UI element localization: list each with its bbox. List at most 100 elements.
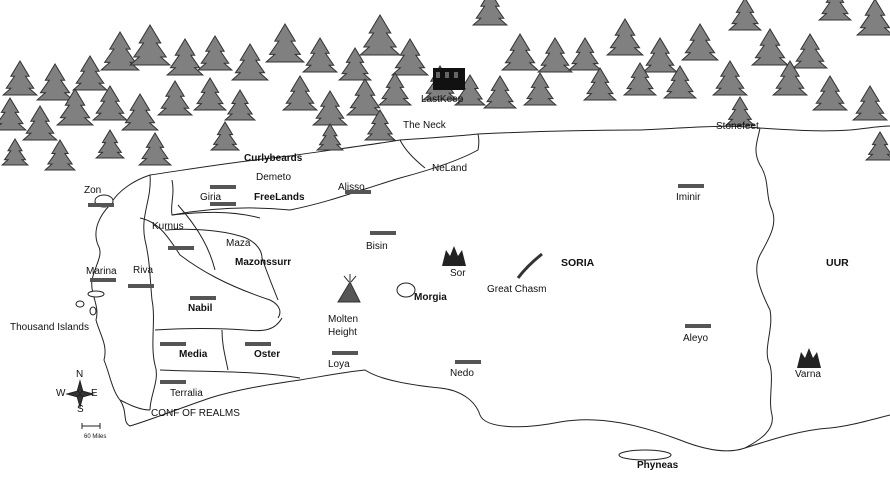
pine-tree-icon [156,80,194,116]
pine-tree-icon [1,60,39,96]
pine-tree-icon [817,0,853,21]
pine-tree-icon [128,24,172,66]
pine-tree-icon [864,131,890,161]
label-sor: Sor [450,268,466,279]
town-icon [332,351,358,355]
pine-tree-icon [500,33,540,71]
castle-icon [433,68,465,90]
coastline [91,125,890,452]
pine-tree-icon [165,38,205,76]
pine-tree-icon [522,72,558,106]
pine-tree-icon [771,60,809,96]
morgia-lake [396,282,416,298]
label-stonefeet: Stonefeet [716,121,759,132]
pine-tree-icon [223,89,257,121]
pine-tree-icon [482,75,518,109]
pine-tree-icon [315,123,345,151]
phyneas-island [618,449,672,461]
pine-tree-icon [390,38,430,76]
pine-tree-icon [55,88,95,126]
label-neland: NeLand [432,163,468,174]
pine-tree-icon [137,132,173,166]
label-bisin: Bisin [366,241,388,252]
compass-rose-icon [65,379,95,409]
compass-e: E [91,388,98,399]
town-icon [168,246,194,250]
label-zon: Zon [84,185,102,196]
label-iminir: Iminir [676,192,701,203]
label-phyneas: Phyneas [637,460,679,471]
pine-tree-icon [281,75,319,111]
pine-tree-icon [43,139,77,171]
label-lastkeep: LastKeep [421,94,464,105]
pine-tree-icon [71,55,109,91]
pine-tree-icon [345,78,385,116]
pine-tree-icon [750,28,790,66]
pine-tree-icon [605,18,645,56]
label-terralia: Terralia [170,388,203,399]
pine-tree-icon [120,93,160,131]
chasm-icon [516,252,543,279]
compass-w: W [56,388,66,399]
label-curlybeards: Curlybeards [244,153,303,164]
pine-tree-icon [21,105,59,141]
label-thousand-islands: Thousand Islands [10,322,89,333]
pine-tree-icon [680,23,720,61]
pine-tree-icon [0,138,30,166]
pine-tree-icon [471,0,509,26]
pine-tree-icon [192,77,228,111]
scale-label: 60 Miles [84,434,107,440]
town-icon [210,202,236,206]
pine-tree-icon [377,72,413,106]
pine-tree-icon [91,85,129,121]
town-markers [88,184,711,384]
varna-castle-icon [797,348,821,368]
pine-tree-icon [811,75,849,111]
label-nedo: Nedo [450,368,474,379]
town-icon [685,324,711,328]
pine-tree-icon [301,37,339,73]
town-icon [160,380,186,384]
label-the-neck: The Neck [403,120,446,131]
sor-castle-icon [442,246,466,266]
pine-tree-icon [35,63,75,101]
pine-tree-icon [582,67,618,101]
scale-bar [81,423,101,429]
label-kurnus: Kurnus [152,221,184,232]
label-great-chasm: Great Chasm [487,284,547,295]
label-molten-height: Molten Height [328,314,359,338]
pine-tree-icon [99,31,141,71]
pine-tree-icon [363,109,397,141]
label-demeto: Demeto [256,172,292,183]
pine-tree-icon [209,121,241,151]
pine-tree-icon [641,37,679,73]
pine-tree-icon [94,129,126,159]
town-icon [88,203,114,207]
pine-tree-icon [727,0,763,31]
pine-tree-icon [536,37,574,73]
pine-tree-icon [622,62,658,96]
town-icon [128,284,154,288]
label-alisso: Alisso [338,182,365,193]
pine-tree-icon [196,35,234,71]
pine-tree-icon [358,14,402,56]
pine-tree-icon [724,96,756,126]
label-maza: Maza [226,238,251,249]
pine-tree-icon [567,37,603,71]
pine-tree-icon [851,85,889,121]
pine-tree-icon [711,60,749,96]
label-riva: Riva [133,265,154,276]
volcano-icon [337,274,361,303]
pine-tree-icon [0,97,28,131]
town-icon [370,231,396,235]
town-icon [345,190,371,194]
label-nabil: Nabil [188,303,213,314]
compass-s: S [77,404,84,415]
compass-n: N [76,369,84,380]
label-loya: Loya [328,359,350,370]
town-icon [455,360,481,364]
label-aleyo: Aleyo [683,333,709,344]
label-freelands: FreeLands [254,192,305,203]
pine-tree-icon [337,47,373,81]
